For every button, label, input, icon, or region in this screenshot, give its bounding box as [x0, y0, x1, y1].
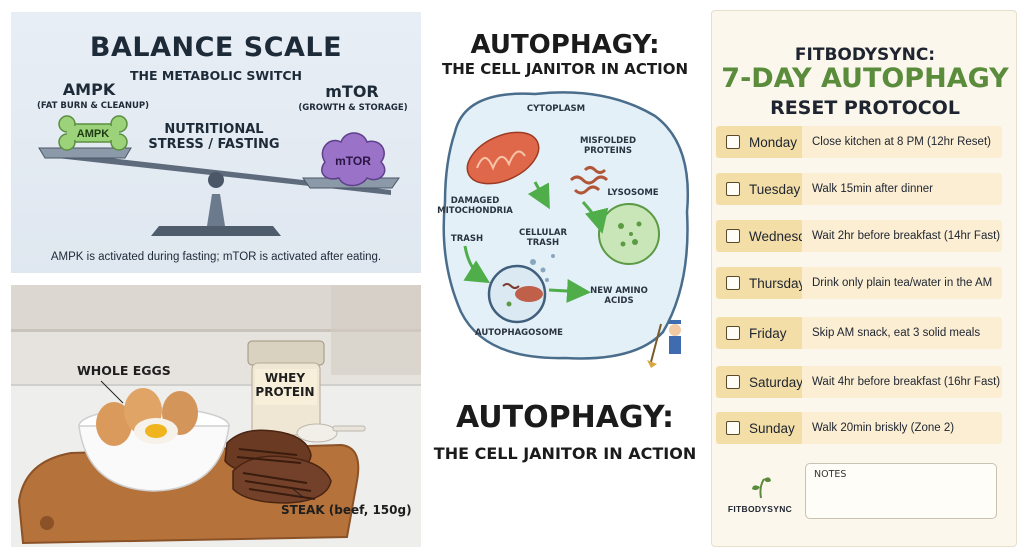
notes-label: NOTES — [814, 469, 847, 480]
ampk-icon-text: AMPK — [77, 128, 109, 140]
scale-base — [151, 226, 281, 236]
day-task: Walk 20min briskly (Zone 2) — [802, 412, 1002, 444]
arrow-icon — [548, 279, 591, 303]
day-row-thursday: Thursday Drink only plain tea/water in t… — [716, 267, 1002, 299]
protocol-subtitle: RESET PROTOCOL — [770, 97, 960, 119]
day-name: Thursday — [749, 275, 806, 291]
scale-caption: AMPK is activated during fasting; mTOR i… — [50, 251, 382, 263]
left-pan — [38, 147, 132, 159]
arrow-icon — [463, 245, 491, 284]
lysosome-label: LYSOSOME — [607, 188, 659, 198]
brand-line: FITBODYSYNC: — [794, 45, 936, 65]
autophagy-subtitle-bottom: THE CELL JANITOR IN ACTION — [433, 444, 697, 463]
amino-acids-label: NEW AMINO ACIDS — [590, 286, 648, 306]
mtor-icon-text: mTOR — [335, 154, 371, 168]
arrow-icon — [581, 201, 609, 234]
checkbox-thursday[interactable] — [726, 276, 740, 290]
protocol-panel: FITBODYSYNC: 7-DAY AUTOPHAGY RESET PROTO… — [711, 10, 1017, 547]
day-name: Friday — [749, 325, 787, 341]
day-row-tuesday: Tuesday Walk 15min after dinner — [716, 173, 1002, 205]
scale-pillar — [207, 194, 225, 226]
autophagy-title-bottom: AUTOPHAGY: — [455, 400, 674, 435]
arrow-icon — [527, 181, 550, 210]
whey-label: WHEY PROTEIN — [255, 371, 315, 399]
checkbox-saturday[interactable] — [726, 375, 740, 389]
day-row-saturday: Saturday Wait 4hr before breakfast (16hr… — [716, 366, 1002, 398]
day-row-wednesday: Wednesday Wait 2hr before breakfast (14h… — [716, 220, 1002, 252]
scale-title: BALANCE SCALE — [89, 32, 343, 63]
mtor-blob-icon: mTOR — [321, 132, 386, 187]
day-task: Wait 4hr before breakfast (16hr Fast) — [802, 366, 1002, 398]
misfolded-label: MISFOLDED PROTEINS — [579, 136, 637, 156]
day-name: Tuesday — [749, 181, 801, 197]
janitor-icon — [647, 320, 681, 368]
checkbox-monday[interactable] — [726, 135, 740, 149]
checkbox-tuesday[interactable] — [726, 182, 740, 196]
autophagy-panel: AUTOPHAGY: THE CELL JANITOR IN ACTION CY… — [425, 12, 705, 547]
mtor-sublabel: (GROWTH & STORAGE) — [298, 103, 408, 113]
ampk-sublabel: (FAT BURN & CLEANUP) — [37, 101, 149, 111]
day-row-monday: Monday Close kitchen at 8 PM (12hr Reset… — [716, 126, 1002, 158]
day-task: Walk 15min after dinner — [802, 173, 1002, 205]
balance-scale-panel: AMPK mTOR BALANCE SCALE THE METABOLIC SW… — [11, 12, 421, 273]
steak-label: STEAK (beef, 150g) — [281, 503, 412, 517]
mitochondria-icon — [466, 131, 540, 185]
day-task: Wait 2hr before breakfast (14hr Fast) — [802, 220, 1002, 252]
checkbox-wednesday[interactable] — [726, 229, 740, 243]
autophagosome-icon — [487, 264, 547, 324]
food-illustration — [11, 285, 421, 547]
autophagy-subtitle-top: THE CELL JANITOR IN ACTION — [441, 60, 689, 78]
autophagy-title-top: AUTOPHAGY: — [470, 30, 660, 60]
whey-scoop — [296, 423, 338, 443]
autophagosome-label: AUTOPHAGOSOME — [475, 328, 563, 338]
egg — [96, 402, 132, 446]
mtor-label: mTOR — [325, 82, 379, 101]
cellular-trash-label: CELLULAR TRASH — [518, 228, 568, 248]
day-task: Drink only plain tea/water in the AM — [802, 267, 1002, 299]
leaf-logo-icon — [752, 477, 771, 499]
day-row-friday: Friday Skip AM snack, eat 3 solid meals — [716, 317, 1002, 349]
lysosome-icon — [598, 203, 660, 265]
scale-illustration: AMPK mTOR — [38, 115, 400, 236]
damaged-mito-label: DAMAGED MITOCHONDRIA — [437, 196, 513, 216]
day-name: Sunday — [749, 420, 795, 436]
eggs-label: WHOLE EGGS — [77, 363, 171, 378]
protocol-title: 7-DAY AUTOPHAGY — [721, 63, 1009, 94]
cell-diagram — [442, 91, 689, 368]
trash-particles — [530, 254, 555, 282]
fasting-label: NUTRITIONAL STRESS / FASTING — [148, 122, 280, 152]
day-task: Close kitchen at 8 PM (12hr Reset) — [802, 126, 1002, 158]
day-name: Monday — [749, 134, 798, 150]
scale-subtitle: THE METABOLIC SWITCH — [130, 68, 302, 83]
ampk-bone-icon: AMPK — [58, 115, 128, 151]
checkbox-friday[interactable] — [726, 326, 740, 340]
checkbox-sunday[interactable] — [726, 421, 740, 435]
day-list: Monday Close kitchen at 8 PM (12hr Reset… — [712, 11, 1018, 548]
ampk-label: AMPK — [62, 80, 116, 99]
logo-text: FITBODYSYNC — [727, 504, 793, 514]
cytoplasm-label: CYTOPLASM — [526, 104, 586, 114]
day-row-sunday: Sunday Walk 20min briskly (Zone 2) — [716, 412, 1002, 444]
notes-box[interactable]: NOTES — [805, 463, 997, 519]
food-photo-panel: WHOLE EGGS WHEY PROTEIN STEAK (beef, 150… — [11, 285, 421, 547]
day-name: Saturday — [749, 374, 804, 390]
whey-lid — [247, 340, 325, 366]
day-task: Skip AM snack, eat 3 solid meals — [802, 317, 1002, 349]
trash-label: TRASH — [450, 234, 484, 244]
scale-pivot — [208, 172, 224, 188]
misfolded-protein-icon — [569, 166, 609, 195]
